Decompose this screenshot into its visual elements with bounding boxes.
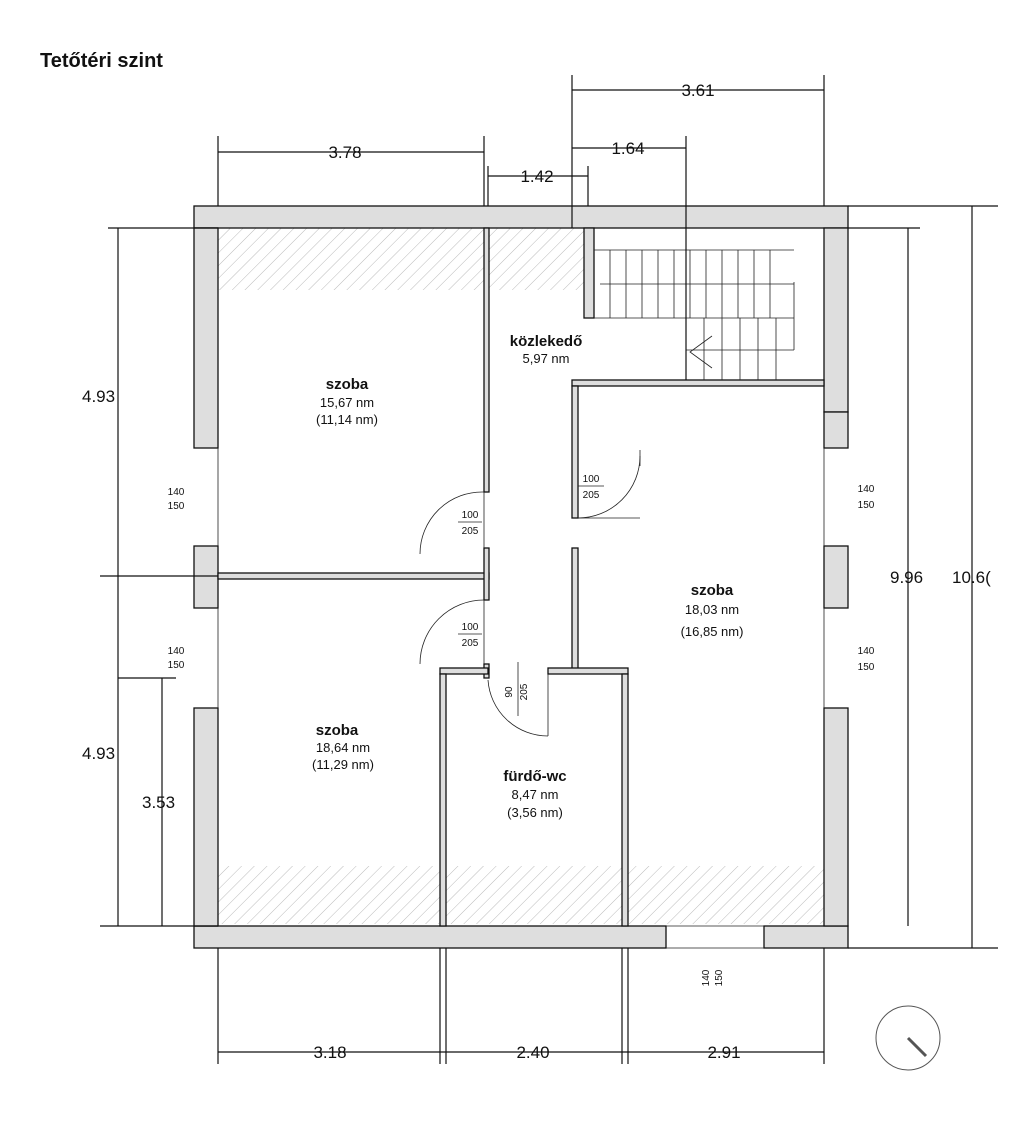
room-name: fürdő-wc	[503, 768, 566, 785]
dim-top-stair: 1.64	[611, 139, 644, 158]
room-name: szoba	[326, 376, 369, 393]
room-area: 15,67 nm	[320, 395, 374, 410]
page-title: Tetőtéri szint	[40, 50, 163, 72]
door-width: 100	[462, 622, 479, 633]
walls	[193, 205, 849, 949]
dim-top-total: 3.61	[681, 81, 714, 100]
door-swings	[419, 450, 641, 737]
room-area: 5,97 nm	[523, 351, 570, 366]
window-width: 140	[858, 484, 875, 495]
room-net-area: (3,56 nm)	[507, 805, 563, 820]
roof-slope-hatch	[628, 866, 824, 924]
dim-bottom-1: 3.18	[313, 1043, 346, 1062]
room-net-area: (11,14 nm)	[316, 412, 378, 427]
dimension-lines	[100, 75, 998, 1064]
door-width: 90	[504, 686, 515, 698]
dim-left-upper: 4.93	[82, 387, 115, 406]
dim-top-left: 3.78	[328, 143, 361, 162]
roof-slope-hatch	[218, 228, 484, 290]
door-height: 205	[583, 490, 600, 501]
door-width: 100	[583, 474, 600, 485]
window-height: 150	[858, 500, 875, 511]
door-height: 205	[519, 683, 530, 700]
room-name: szoba	[691, 582, 734, 599]
room-name: közlekedő	[510, 333, 583, 350]
room-net-area: (16,85 nm)	[681, 624, 744, 639]
staircase	[594, 249, 795, 380]
room-area: 8,47 nm	[512, 787, 559, 802]
roof-slope-hatch	[218, 866, 440, 924]
north-arrow-icon	[875, 1005, 941, 1071]
door-height: 205	[462, 526, 479, 537]
dim-bottom-3: 2.91	[707, 1043, 740, 1062]
dim-right-outer: 10.6(	[952, 568, 991, 587]
window-height: 150	[168, 660, 185, 671]
window-width: 140	[168, 487, 185, 498]
roof-slope-hatch	[446, 866, 622, 924]
window-width: 140	[858, 646, 875, 657]
dim-right-inner: 9.96	[890, 568, 923, 587]
window-width: 140	[701, 969, 712, 986]
dim-top-mid: 1.42	[520, 167, 553, 186]
room-area: 18,64 nm	[316, 740, 370, 755]
windows	[217, 448, 825, 949]
room-net-area: (11,29 nm)	[312, 757, 374, 772]
door-height: 205	[462, 638, 479, 649]
room-area: 18,03 nm	[685, 602, 739, 617]
window-height: 150	[858, 662, 875, 673]
window-height: 150	[168, 501, 185, 512]
window-height: 150	[714, 969, 725, 986]
dim-left-lower: 4.93	[82, 744, 115, 763]
dim-bottom-2: 2.40	[516, 1043, 549, 1062]
dim-left-inner: 3.53	[142, 793, 175, 812]
window-width: 140	[168, 646, 185, 657]
room-name: szoba	[316, 722, 359, 739]
door-width: 100	[462, 510, 479, 521]
roof-slope-hatch	[488, 228, 584, 290]
